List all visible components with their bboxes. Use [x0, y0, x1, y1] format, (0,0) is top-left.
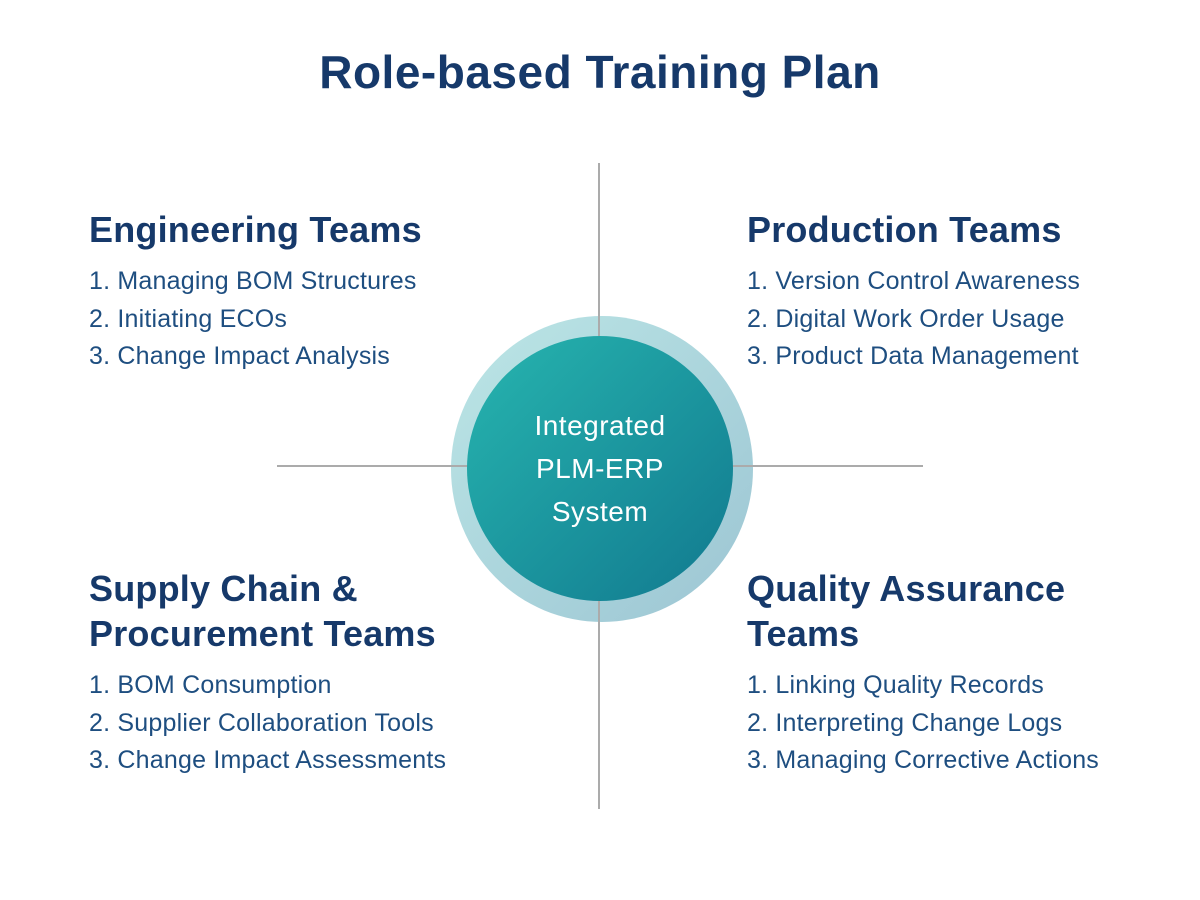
quadrant-heading-production: Production Teams	[747, 209, 1062, 250]
quadrant-heading-supply-chain: Supply Chain & Procurement Teams	[89, 568, 436, 654]
training-item: 1. Managing BOM Structures	[89, 267, 417, 295]
quadrant-supply-chain-teams: Supply Chain & Procurement Teams 1. BOM …	[89, 566, 489, 780]
center-label-line2: PLM-ERP	[536, 453, 664, 484]
training-item: 3. Change Impact Analysis	[89, 342, 390, 370]
center-label-line3: System	[551, 496, 649, 527]
center-circle: Integrated PLM-ERP System	[467, 336, 733, 601]
page-title: Role-based Training Plan	[319, 46, 881, 98]
training-item: 3. Managing Corrective Actions	[747, 746, 1100, 774]
quadrant-heading-quality-assurance: Quality Assurance Teams	[747, 568, 1066, 654]
quadrant-production-teams: Production Teams 1. Version Control Awar…	[747, 207, 1167, 376]
training-item: 3. Product Data Management	[747, 342, 1079, 370]
training-item: 2. Interpreting Change Logs	[747, 708, 1063, 737]
quadrant-heading-engineering: Engineering Teams	[89, 209, 422, 250]
quadrant-engineering-teams: Engineering Teams 1. Managing BOM Struct…	[89, 207, 509, 376]
center-label-line1: Integrated	[534, 410, 666, 441]
training-item: 2. Initiating ECOs	[89, 304, 288, 333]
training-item: 2. Supplier Collaboration Tools	[89, 708, 434, 737]
training-item: 3. Change Impact Assessments	[89, 746, 447, 774]
training-item: 1. Linking Quality Records	[747, 671, 1045, 699]
training-item: 2. Digital Work Order Usage	[747, 304, 1065, 333]
quadrant-quality-assurance-teams: Quality Assurance Teams 1. Linking Quali…	[747, 566, 1147, 780]
training-item: 1. Version Control Awareness	[747, 267, 1081, 295]
training-item: 1. BOM Consumption	[89, 671, 332, 699]
center-circle-label: Integrated PLM-ERP System	[534, 404, 665, 533]
